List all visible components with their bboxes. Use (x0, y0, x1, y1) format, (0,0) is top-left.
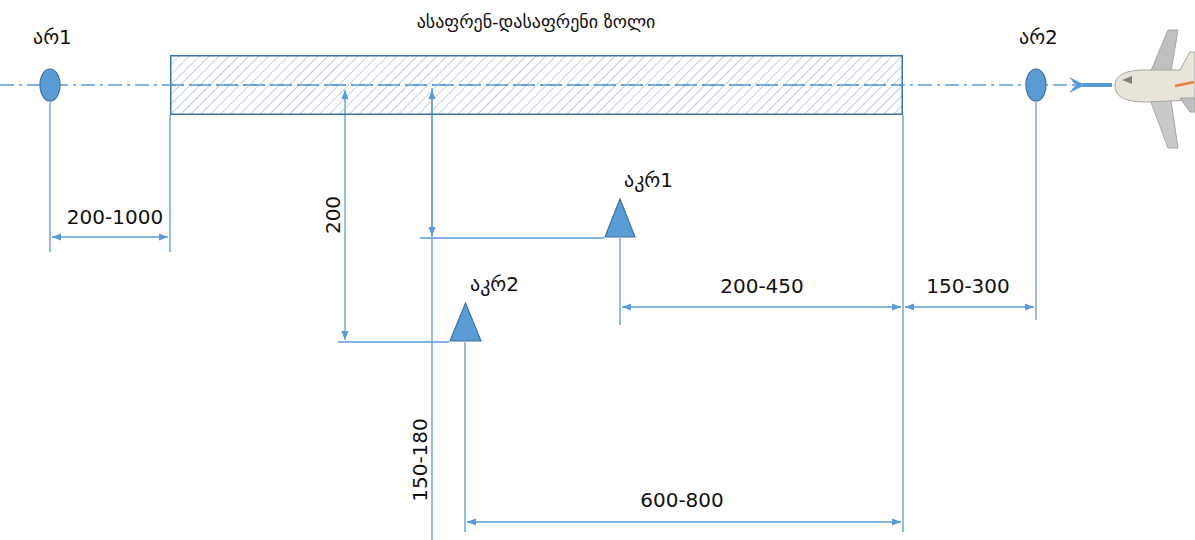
ellipse-outline (1025, 68, 1047, 102)
localizer-marker: აკრ1 (604, 198, 636, 238)
dimension-label: 200-1000 (64, 206, 166, 228)
dimension-label: 600-800 (637, 489, 727, 511)
dimension-label: 150-180 (409, 415, 431, 505)
radio-marker: არ1 (39, 68, 61, 102)
dimension-label: 150-300 (923, 275, 1013, 297)
marker-label: არ1 (33, 26, 72, 48)
dimension-label: 200 (322, 193, 344, 237)
radio-marker: არ2 (1025, 68, 1047, 102)
triangle-outline (449, 302, 482, 342)
marker-label: არ2 (1019, 26, 1058, 48)
runway-band: ასაფრენ-დასაფრენი ზოლი (170, 55, 903, 115)
marker-label: აკრ2 (470, 273, 519, 295)
triangle-outline (604, 198, 636, 238)
marker-label: აკრ1 (624, 169, 673, 191)
dimension-label: 200-450 (717, 275, 807, 297)
marker-label: ასაფრენ-დასაფრენი ზოლი (417, 12, 656, 32)
airplane (1115, 30, 1195, 148)
band-outline (170, 55, 903, 115)
localizer-marker: აკრ2 (449, 302, 482, 342)
ellipse-outline (39, 68, 61, 102)
